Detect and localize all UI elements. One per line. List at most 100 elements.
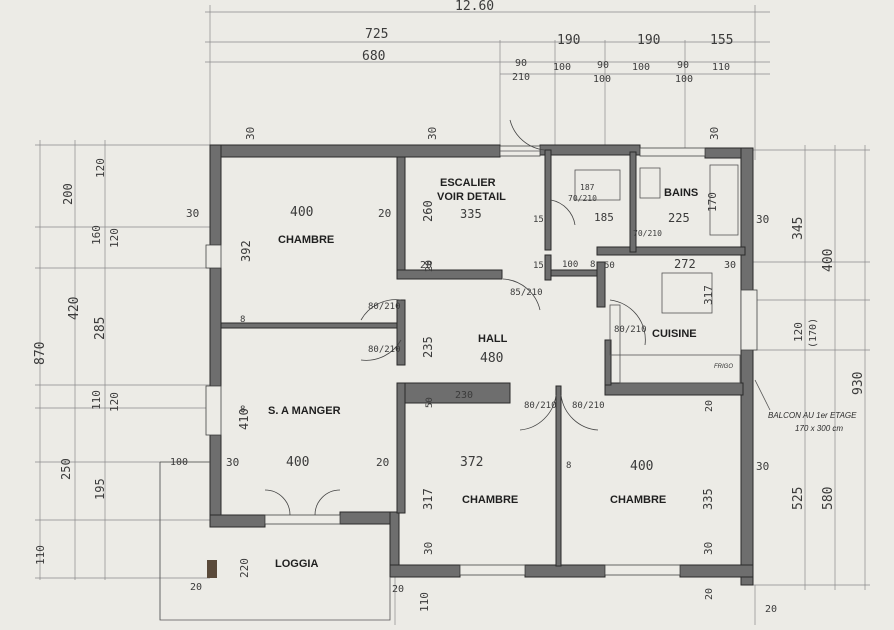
dim-bains-width: 225 <box>668 211 690 225</box>
dim-100: 100 <box>562 260 578 270</box>
dim-t100a: 100 <box>553 62 571 73</box>
dim-120c: 120 <box>108 392 121 412</box>
dim-w30-c: 30 <box>708 127 721 140</box>
dim-8b: 8 <box>240 405 245 415</box>
dim-50: 50 <box>604 261 615 271</box>
dim-escalier-width: 335 <box>460 207 482 221</box>
dim-t90c: 90 <box>677 60 689 71</box>
door-swings <box>264 119 646 516</box>
dim-t210: 210 <box>512 72 530 83</box>
dim-100b: 100 <box>170 457 188 468</box>
dim-w30-f: 30 <box>724 260 736 271</box>
door-label-3: 85/210 <box>510 288 543 298</box>
dim-w20-a: 20 <box>378 207 391 220</box>
frigo-label: FRIGO <box>714 364 733 370</box>
dim-w20-f: 20 <box>704 588 715 600</box>
room-label-salle-a-manger: S. A MANGER <box>268 405 341 417</box>
dim-w30-b: 30 <box>426 127 439 140</box>
dim-w30-j: 30 <box>702 542 715 555</box>
room-label-voir-detail: VOIR DETAIL <box>437 191 506 203</box>
interior-dimensions: 30 30 30 30 400 392 20 260 335 20 480 23… <box>170 127 777 615</box>
dim-t90a: 90 <box>515 58 527 69</box>
door-label-6: 80/210 <box>572 401 605 411</box>
room-label-bains: BAINS <box>664 187 698 199</box>
dim-t100b: 100 <box>593 74 611 85</box>
dim-200: 200 <box>61 183 75 205</box>
room-label-chambre-se: CHAMBRE <box>610 494 666 506</box>
dim-680: 680 <box>362 49 385 64</box>
dim-15b: 15 <box>533 261 544 271</box>
dim-230: 230 <box>455 390 473 401</box>
dim-170-right: (170) <box>808 318 819 348</box>
dim-hall-height: 235 <box>421 336 435 358</box>
dim-110a: 110 <box>90 390 103 410</box>
door-labels: 80/210 80/210 85/210 80/210 80/210 80/21… <box>368 183 662 411</box>
dim-525: 525 <box>791 487 806 510</box>
dim-w20-g: 20 <box>190 582 202 593</box>
dim-580: 580 <box>821 487 836 510</box>
dim-sam-height: 410 <box>237 408 251 430</box>
dim-220: 220 <box>238 558 251 578</box>
dim-870: 870 <box>33 342 48 365</box>
dim-chambre-se-height: 335 <box>701 488 715 510</box>
dim-160: 160 <box>90 225 103 245</box>
dim-w20-c: 20 <box>376 456 389 469</box>
dim-w30-a: 30 <box>244 127 257 140</box>
dim-195: 195 <box>93 478 107 500</box>
room-labels: CHAMBRE ESCALIER VOIR DETAIL BAINS CUISI… <box>268 177 698 570</box>
door-label-5: 80/210 <box>524 401 557 411</box>
dim-20: 20 <box>420 260 432 271</box>
dim-pass-185: 185 <box>594 211 614 224</box>
dim-cuisine-height: 317 <box>702 285 715 305</box>
room-label-chambre-s: CHAMBRE <box>462 494 518 506</box>
dim-sam-width: 400 <box>286 455 309 470</box>
dim-8d: 8 <box>566 461 571 471</box>
dim-w30-e: 30 <box>756 213 769 226</box>
dim-chambre-s-height: 317 <box>421 488 435 510</box>
dim-155: 155 <box>710 33 733 48</box>
dim-50b: 50 <box>425 397 435 408</box>
dim-420: 420 <box>67 297 82 320</box>
dim-930: 930 <box>851 372 866 395</box>
dim-w20-h: 20 <box>765 604 777 615</box>
dim-t100d: 100 <box>675 74 693 85</box>
balcon-note: BALCON AU 1er ETAGE <box>768 411 857 420</box>
door-label-8: 70/210 <box>633 229 662 238</box>
dim-chambre-height: 392 <box>239 240 253 262</box>
door-label-1: 80/210 <box>368 302 401 312</box>
dim-bains-height: 170 <box>706 192 719 212</box>
dim-190a: 190 <box>557 33 580 48</box>
top-dimensions: 12.60 725 680 190 190 155 90 210 100 90 … <box>362 0 733 85</box>
notes: BALCON AU 1er ETAGE 170 x 300 cm FRIGO <box>714 364 857 433</box>
windows <box>205 145 758 576</box>
dim-725: 725 <box>365 27 388 42</box>
loggia-outline <box>159 379 771 621</box>
balcon-size-note: 170 x 300 cm <box>795 424 843 433</box>
door-label-4: 80/210 <box>614 325 647 335</box>
door-label-7: 70/210 <box>568 194 597 203</box>
room-label-chambre-nw: CHAMBRE <box>278 234 334 246</box>
dim-345: 345 <box>791 217 806 240</box>
room-label-escalier: ESCALIER <box>440 177 496 189</box>
dim-110b: 110 <box>34 545 47 565</box>
dim-110c: 110 <box>418 592 431 612</box>
fixtures <box>574 164 741 384</box>
dim-120a: 120 <box>94 158 107 178</box>
exterior-walls <box>209 144 754 586</box>
dim-chambre-width: 400 <box>290 205 313 220</box>
dim-285: 285 <box>93 317 108 340</box>
dim-8a: 8 <box>590 260 595 270</box>
dim-w30-g: 30 <box>226 456 239 469</box>
dim-chambre-se-width: 400 <box>630 459 653 474</box>
dim-w30-h: 30 <box>756 460 769 473</box>
dim-w20-d: 20 <box>704 400 715 412</box>
dimension-guides <box>35 5 870 625</box>
room-label-hall: HALL <box>478 333 508 345</box>
dim-w30-i: 30 <box>422 542 435 555</box>
dim-400: 400 <box>821 249 836 272</box>
dim-190b: 190 <box>637 33 660 48</box>
dim-t110: 110 <box>712 62 730 73</box>
dim-120-right: 120 <box>792 322 805 342</box>
